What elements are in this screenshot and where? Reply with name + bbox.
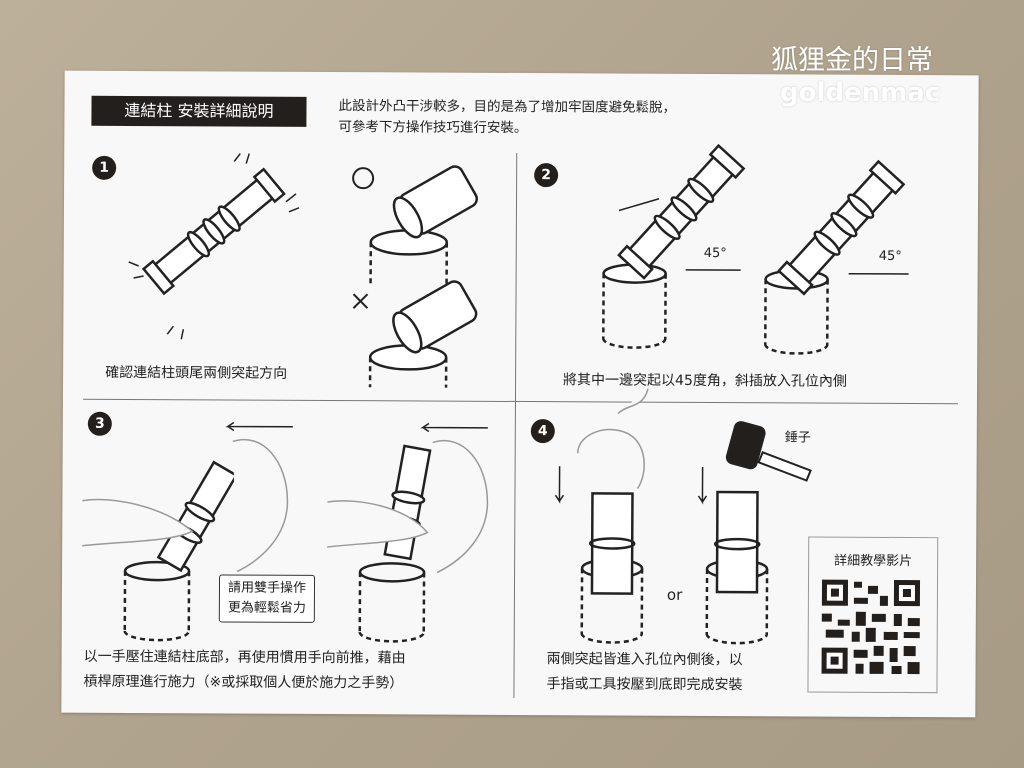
step4-hammer-illustration <box>697 421 812 645</box>
step2-illustration-a <box>602 143 746 349</box>
angle-label-a: 45° <box>703 245 727 262</box>
step1-wrong-illustration <box>352 280 478 388</box>
qr-label: 詳細教學影片 <box>834 553 913 570</box>
tutorial-video-box[interactable]: 詳細教學影片 <box>807 536 939 694</box>
step-1-caption: 確認連結柱頭尾兩側突起方向 <box>105 364 288 382</box>
step-3-caption-line-1: 以一手壓住連結柱底部，再使用慣用手向前推，藉由 <box>83 648 406 667</box>
note-line-1: 請用雙手操作 <box>227 580 307 596</box>
instruction-card: 連結柱 安裝詳細說明 此設計外凸干涉較多，目的是為了增加牢固度避免鬆脫， 可參考… <box>61 70 979 718</box>
step3-illustration-a <box>82 421 293 642</box>
angle-label-b: 45° <box>878 248 902 264</box>
step-4-caption-line-1: 兩側突起皆進入孔位內側後，以 <box>546 651 743 669</box>
note-line-2: 更為輕鬆省力 <box>227 600 306 616</box>
step-3-caption: 以一手壓住連結柱底部，再使用慣用手向前推，藉由 槓桿原理進行施力（※或採取個人便… <box>83 645 405 697</box>
step-2-caption: 將其中一邊突起以45度角，斜插放入孔位內側 <box>563 372 847 390</box>
two-hands-note: 請用雙手操作 更為輕鬆省力 <box>218 574 316 623</box>
step-3-badge: 3 <box>87 411 112 436</box>
watermark-title: 狐狸金的日常 <box>771 45 933 76</box>
step-4-badge: 4 <box>530 419 555 444</box>
step3-illustration-b <box>327 422 489 643</box>
hammer-label: 錘子 <box>784 430 811 446</box>
step2-illustration-b <box>764 159 909 355</box>
step1-pin-illustration <box>128 153 300 340</box>
step-4-caption-line-2: 手指或工具按壓到底即完成安裝 <box>546 676 743 694</box>
step-1-badge: 1 <box>92 155 117 180</box>
or-label: or <box>666 585 683 604</box>
qr-code <box>821 579 921 675</box>
step1-correct-illustration <box>352 165 478 288</box>
watermark-subtitle: goldenmac <box>780 78 941 108</box>
step-4-caption: 兩側突起皆進入孔位內側後，以 手指或工具按壓到底即完成安裝 <box>546 647 742 698</box>
step4-finger-illustration <box>554 388 649 644</box>
step-2-badge: 2 <box>534 163 559 188</box>
step-3-caption-line-2: 槓桿原理進行施力（※或採取個人便於施力之手勢） <box>83 673 404 692</box>
illustrations <box>82 143 921 675</box>
